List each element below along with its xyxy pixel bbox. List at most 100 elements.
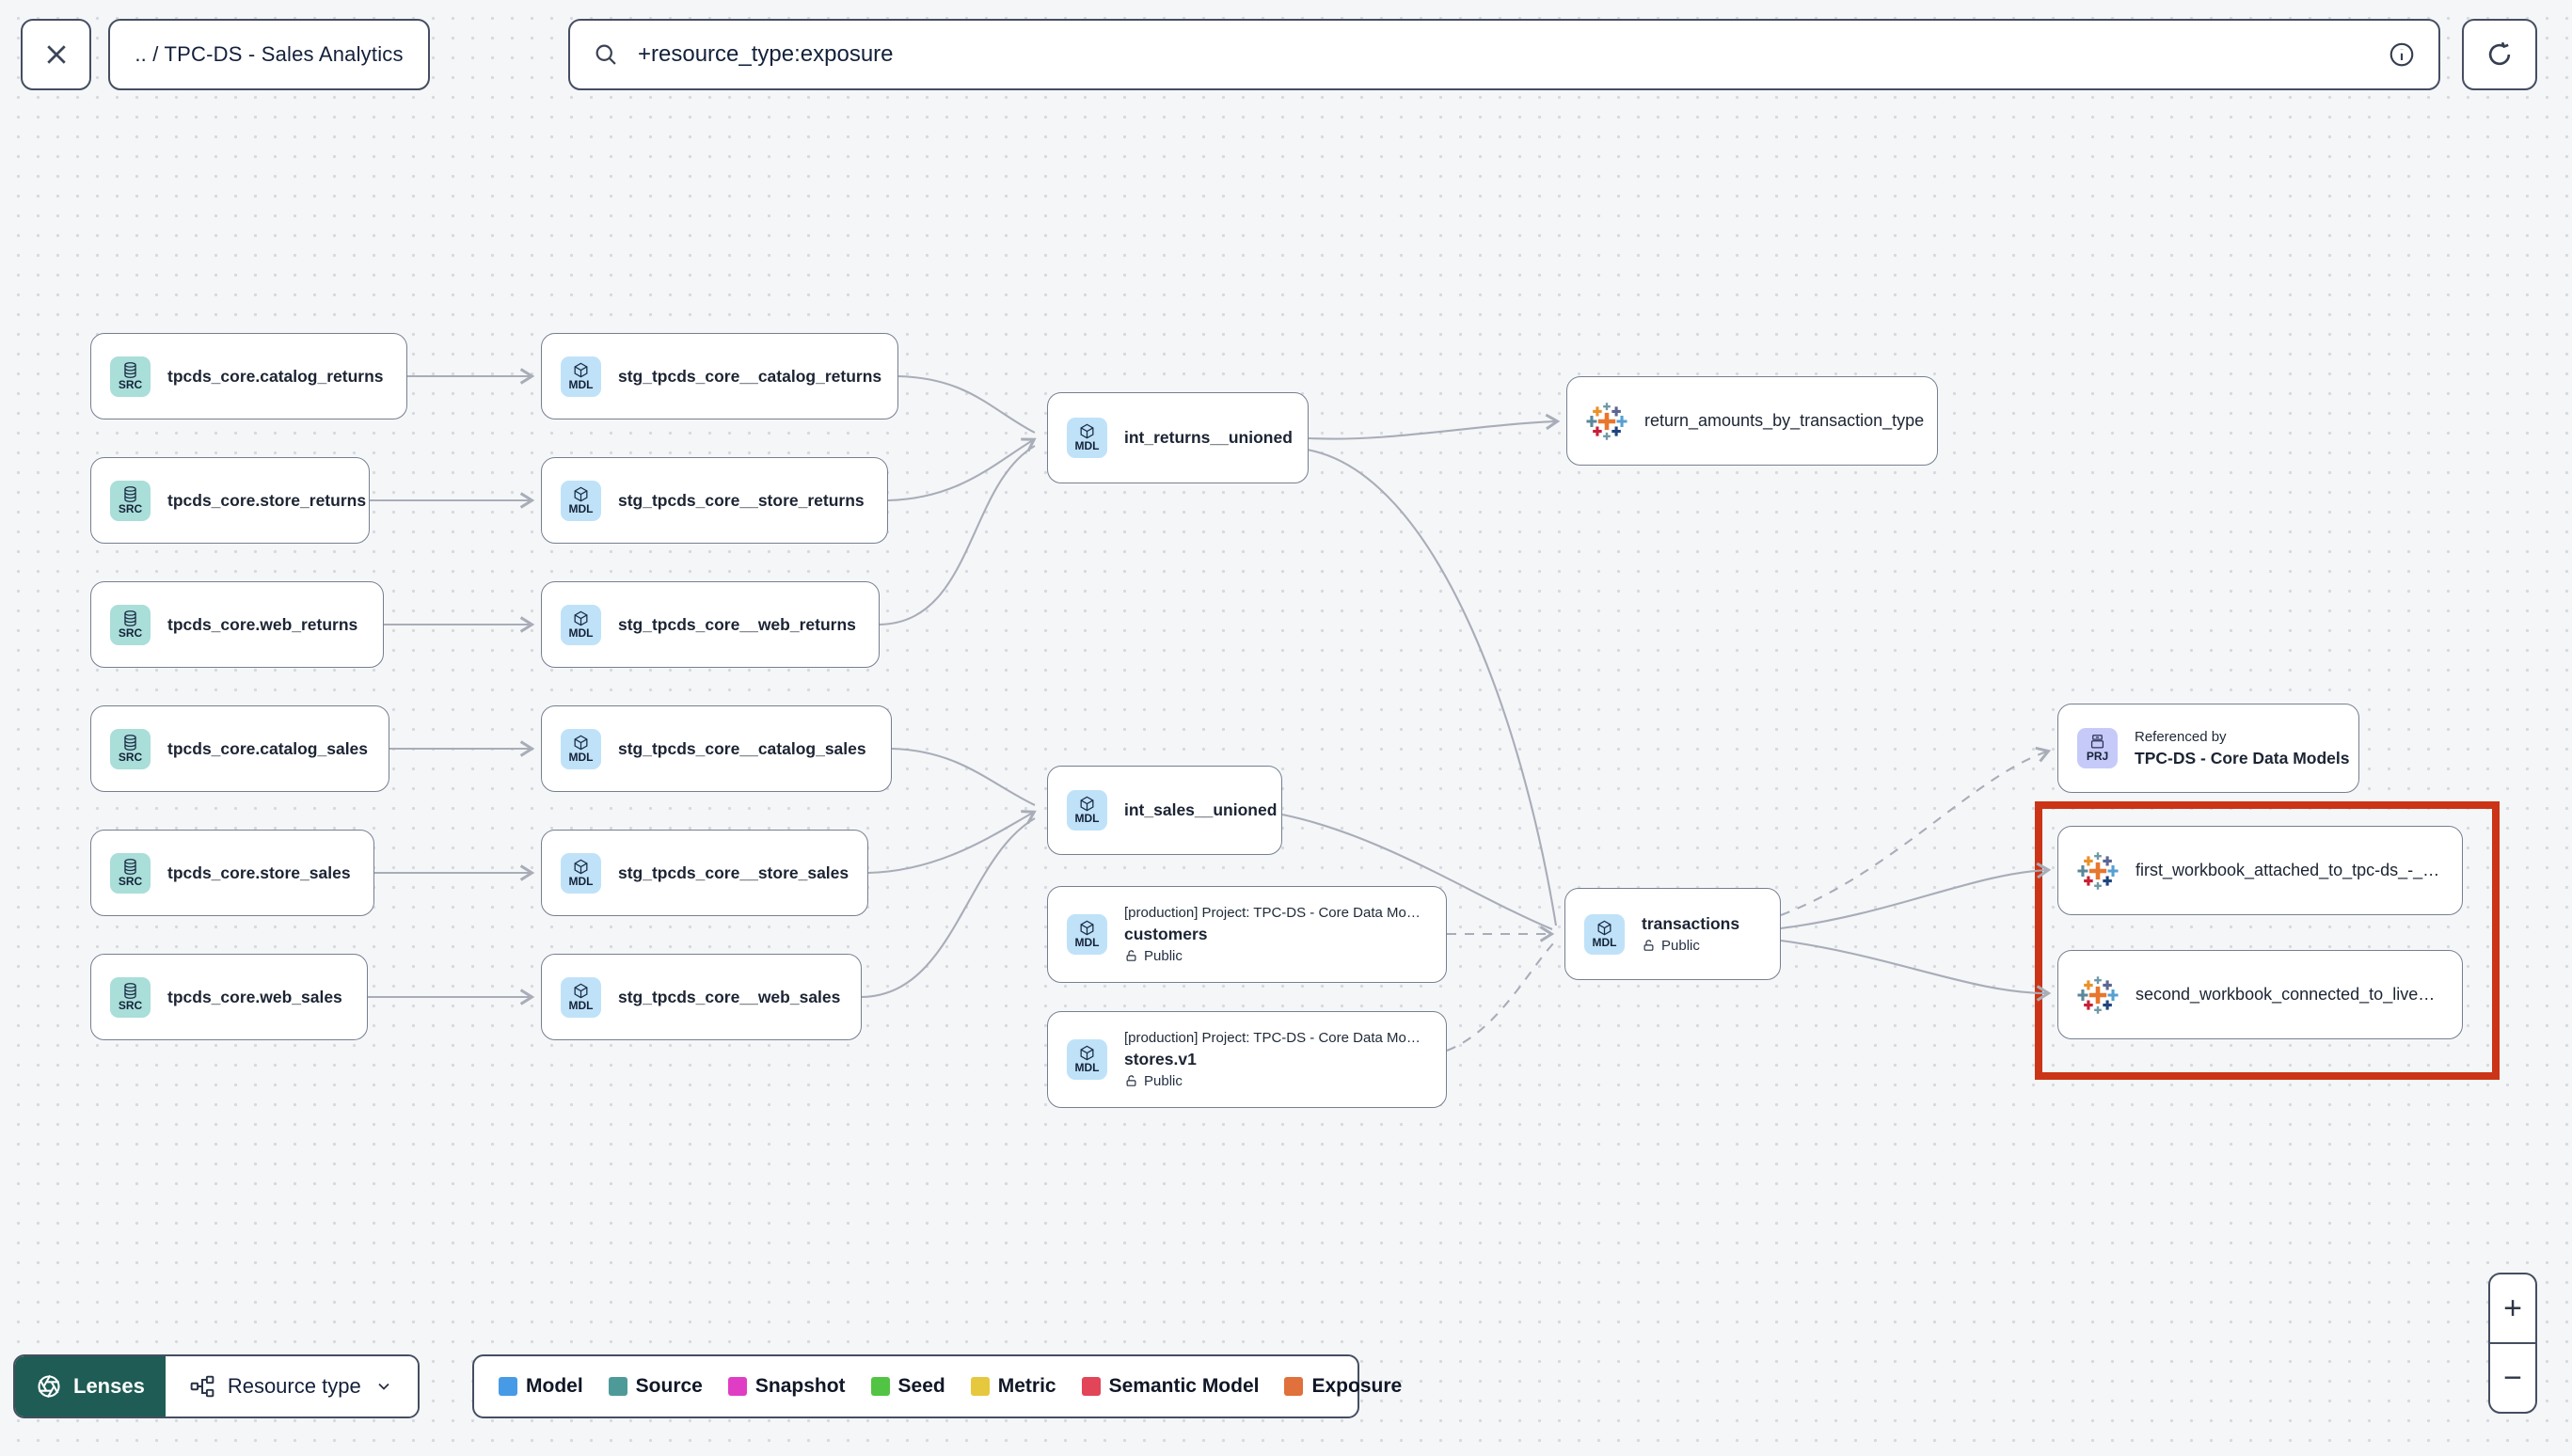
node-transactions[interactable]: MDL transactions Public — [1564, 888, 1781, 980]
database-icon — [124, 609, 136, 626]
node-label: transactions — [1642, 914, 1740, 933]
source-icon: SRC — [110, 728, 151, 769]
node-stg-catalog-sales[interactable]: MDL stg_tpcds_core__catalog_sales — [541, 705, 892, 792]
zoom-out-button[interactable]: − — [2503, 1359, 2522, 1396]
project-caption: [production] Project: TPC-DS - Core Data… — [1124, 905, 1421, 921]
edge-stores-transactions — [1446, 941, 1556, 1052]
breadcrumb-button[interactable]: .. / TPC-DS - Sales Analytics — [108, 19, 430, 90]
source-icon: SRC — [110, 480, 151, 521]
chevron-down-icon — [378, 1383, 389, 1390]
node-label: tpcds_core.store_returns — [167, 490, 367, 510]
legend-item-seed: Seed — [870, 1375, 945, 1398]
model-icon: MDL — [1067, 790, 1107, 831]
model-icon: MDL — [561, 356, 601, 397]
node-exposure-first-workbook[interactable]: first_workbook_attached_to_tpc-ds_-_… — [2057, 826, 2463, 915]
model-icon: MDL — [561, 728, 601, 769]
access-row: Public — [1124, 948, 1421, 964]
edge-transactions-workbook-second — [1780, 939, 2052, 1002]
legend-item-exposure: Exposure — [1284, 1375, 1402, 1398]
edge-transactions-workbook-first — [1780, 862, 2052, 930]
node-label: tpcds_core.catalog_sales — [167, 738, 369, 758]
node-stores-v1[interactable]: MDL [production] Project: TPC-DS - Core … — [1047, 1011, 1447, 1108]
selection-highlight-box — [2035, 801, 2500, 1080]
database-icon — [124, 982, 136, 999]
access-row: Public — [1642, 938, 1739, 954]
node-exposure-second-workbook[interactable]: second_workbook_connected_to_live… — [2057, 950, 2463, 1039]
node-source-store-returns[interactable]: SRC tpcds_core.store_returns — [90, 457, 370, 544]
node-source-store-sales[interactable]: SRC tpcds_core.store_sales — [90, 830, 374, 916]
edge-stg6-int-sales — [861, 817, 1036, 999]
zoom-in-button[interactable]: + — [2490, 1274, 2535, 1344]
access-row: Public — [1124, 1073, 1421, 1089]
source-icon: SRC — [110, 852, 151, 894]
snapshot-swatch — [727, 1377, 747, 1396]
node-source-web-returns[interactable]: SRC tpcds_core.web_returns — [90, 581, 384, 668]
resource-type-dropdown[interactable]: Resource type — [165, 1356, 418, 1416]
edge-stg1-int-returns — [897, 374, 1036, 434]
node-label: return_amounts_by_transaction_type — [1644, 411, 1925, 430]
node-label: stores.v1 — [1124, 1050, 1197, 1068]
source-icon: SRC — [110, 604, 151, 645]
info-icon[interactable] — [2388, 40, 2416, 69]
model-icon: MDL — [561, 480, 601, 521]
search-input[interactable] — [636, 20, 2388, 89]
close-button[interactable] — [21, 19, 91, 90]
cube-icon — [1080, 920, 1094, 936]
search-bar — [568, 19, 2440, 90]
node-stg-store-sales[interactable]: MDL stg_tpcds_core__store_sales — [541, 830, 868, 916]
node-label: stg_tpcds_core__store_returns — [618, 490, 865, 510]
node-label: int_sales__unioned — [1124, 800, 1278, 819]
lock-open-icon — [1643, 940, 1654, 951]
cube-icon — [1080, 796, 1094, 812]
model-icon: MDL — [1067, 914, 1107, 955]
cube-icon — [574, 486, 588, 501]
source-swatch — [608, 1377, 627, 1396]
model-icon: MDL — [561, 976, 601, 1018]
referenced-by-caption: Referenced by — [2135, 728, 2227, 745]
node-label: tpcds_core.store_sales — [167, 863, 351, 882]
node-label: stg_tpcds_core__web_returns — [618, 614, 856, 634]
metric-swatch — [970, 1377, 990, 1396]
model-icon: MDL — [1584, 913, 1625, 955]
node-source-catalog-sales[interactable]: SRC tpcds_core.catalog_sales — [90, 705, 389, 792]
node-label: stg_tpcds_core__catalog_sales — [618, 738, 866, 758]
refresh-icon — [2488, 41, 2511, 66]
node-stg-web-returns[interactable]: MDL stg_tpcds_core__web_returns — [541, 581, 880, 668]
node-label: stg_tpcds_core__web_sales — [618, 987, 841, 1006]
node-label: tpcds_core.catalog_returns — [167, 366, 384, 386]
tableau-icon — [2077, 975, 2119, 1014]
node-stg-store-returns[interactable]: MDL stg_tpcds_core__store_returns — [541, 457, 888, 544]
lock-open-icon — [1126, 1075, 1136, 1086]
node-source-web-sales[interactable]: SRC tpcds_core.web_sales — [90, 954, 368, 1040]
model-icon: MDL — [1067, 418, 1107, 458]
node-stg-web-sales[interactable]: MDL stg_tpcds_core__web_sales — [541, 954, 862, 1040]
node-label: customers — [1124, 925, 1208, 943]
node-label: stg_tpcds_core__catalog_returns — [618, 366, 882, 386]
cube-icon — [574, 735, 588, 750]
model-icon: MDL — [561, 852, 601, 894]
model-icon: MDL — [561, 604, 601, 645]
lock-open-icon — [1126, 950, 1136, 961]
node-int-returns-unioned[interactable]: MDL int_returns__unioned — [1047, 392, 1309, 483]
legend-item-model: Model — [499, 1375, 583, 1398]
cube-icon — [1080, 423, 1094, 439]
legend: Model Source Snapshot Seed Metric Semant… — [472, 1354, 1402, 1418]
node-int-sales-unioned[interactable]: MDL int_sales__unioned — [1047, 766, 1282, 855]
project-caption: [production] Project: TPC-DS - Core Data… — [1124, 1030, 1421, 1046]
source-icon: SRC — [110, 356, 151, 397]
lenses-button[interactable]: Lenses — [15, 1356, 166, 1416]
node-exposure-return-amounts[interactable]: return_amounts_by_transaction_type — [1566, 376, 1938, 466]
cube-icon — [574, 610, 588, 625]
refresh-button[interactable] — [2462, 19, 2537, 90]
node-source-catalog-returns[interactable]: SRC tpcds_core.catalog_returns — [90, 333, 407, 419]
model-icon: MDL — [1067, 1039, 1107, 1080]
zoom-controls: + − — [2488, 1273, 2537, 1414]
legend-item-semantic-model: Semantic Model — [1081, 1375, 1259, 1398]
node-customers[interactable]: MDL [production] Project: TPC-DS - Core … — [1047, 886, 1447, 983]
node-stg-catalog-returns[interactable]: MDL stg_tpcds_core__catalog_returns — [541, 333, 898, 419]
node-referenced-by-project[interactable]: PRJ Referenced by TPC-DS - Core Data Mod… — [2057, 704, 2359, 793]
cube-icon — [1080, 1045, 1094, 1061]
edge-transactions-referenced-by — [1780, 746, 2052, 916]
edge-int-sales-transactions — [1281, 813, 1553, 930]
